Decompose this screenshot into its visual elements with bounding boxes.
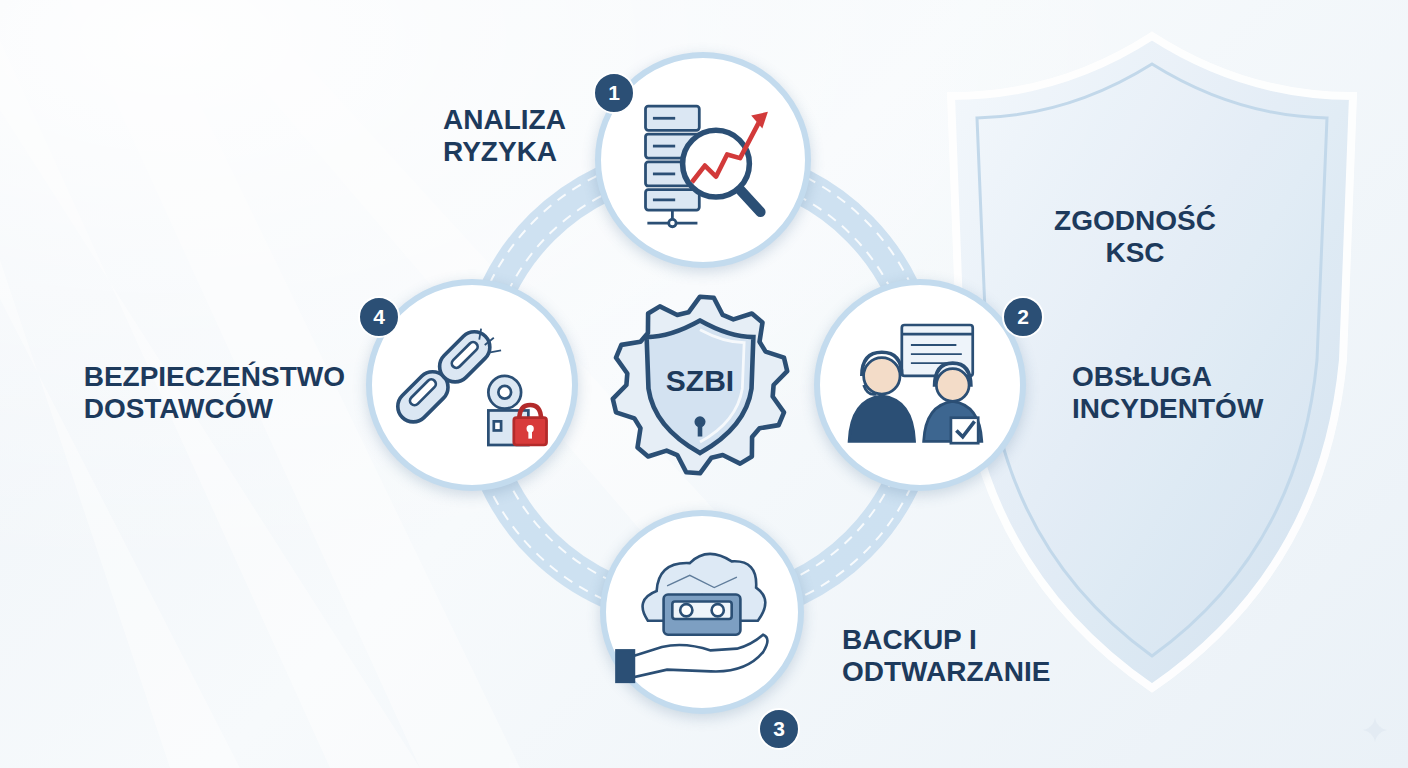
supplier-icon bbox=[372, 285, 572, 485]
ring-connector bbox=[791, 478, 911, 597]
ring-band bbox=[499, 184, 604, 288]
ring-connector bbox=[490, 175, 608, 292]
ring-connector bbox=[489, 478, 612, 599]
step-label: OBSŁUGA INCYDENTÓW bbox=[1072, 361, 1263, 426]
gear-outline bbox=[613, 297, 787, 474]
keyhole-slot bbox=[698, 424, 703, 437]
ring-dash bbox=[800, 487, 911, 598]
ring-dash bbox=[791, 478, 893, 579]
process-circle: OBSŁUGA INCYDENTÓW2 bbox=[814, 279, 1026, 491]
ring-dash bbox=[489, 487, 604, 600]
incident-icon bbox=[820, 285, 1020, 485]
watermark-star bbox=[1363, 718, 1387, 742]
process-circle: BEZPIECZEŃSTWO DOSTAWCÓW4 bbox=[366, 279, 578, 491]
callout-number: 1 bbox=[593, 72, 635, 114]
ring-band bbox=[498, 483, 608, 591]
inner-shield bbox=[647, 321, 754, 453]
callout-number: 3 bbox=[758, 708, 800, 750]
process-circle: BACKUP I ODTWARZANIE3 bbox=[600, 510, 804, 714]
ring-dash bbox=[807, 178, 911, 284]
step-label: BACKUP I ODTWARZANIE bbox=[842, 624, 1082, 689]
ring-dash bbox=[797, 196, 892, 293]
ring-dash bbox=[490, 175, 599, 283]
step-label: BEZPIECZEŃSTWO DOSTAWCÓW bbox=[84, 361, 345, 426]
shield-title: ZGODNOŚĆ KSC bbox=[1054, 205, 1216, 270]
callout-number: 2 bbox=[1002, 296, 1044, 338]
ring-dash bbox=[508, 193, 608, 292]
ring-band bbox=[796, 483, 903, 589]
szbi-gear: SZBI bbox=[608, 293, 792, 477]
process-circle: ANALIZA RYZYKA1 bbox=[595, 52, 811, 268]
ring-band bbox=[802, 187, 901, 288]
center-title: SZBI bbox=[666, 364, 734, 398]
backup-icon bbox=[606, 516, 798, 708]
ring-connector bbox=[797, 178, 910, 292]
callout-number: 4 bbox=[358, 296, 400, 338]
ring-dash bbox=[507, 478, 612, 581]
step-label: ANALIZA RYZYKA bbox=[443, 104, 565, 169]
